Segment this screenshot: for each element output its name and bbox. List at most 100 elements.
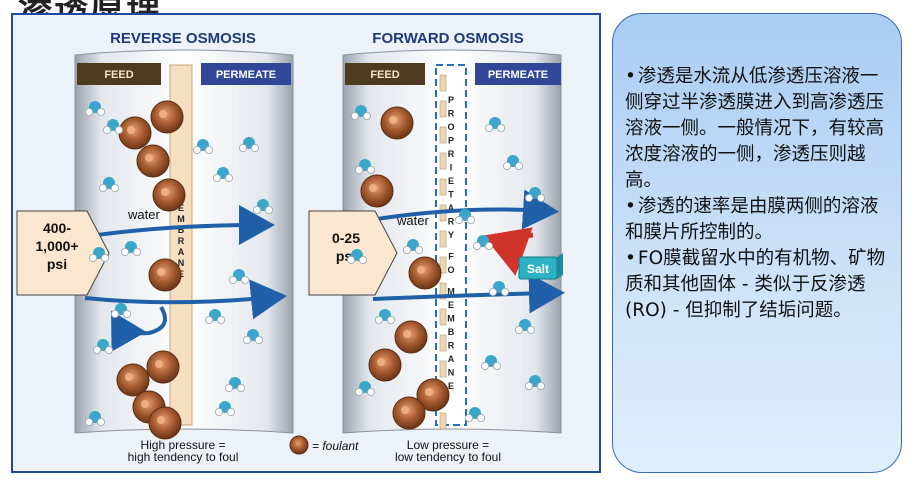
water-hydrogen [192, 145, 201, 154]
foulant-body [368, 348, 402, 382]
foulant-highlight [377, 358, 385, 366]
membrane-letter: N [448, 368, 455, 378]
water-hydrogen [254, 335, 263, 344]
foulant-highlight [159, 110, 167, 118]
bullet-osmosis-definition: 渗透是水流从低渗透压溶液一侧穿过半渗透膜进入到高渗透压溶液一侧。一般情况下，有较… [625, 64, 893, 194]
water-molecule [89, 247, 110, 262]
ro-arrow-return [111, 305, 167, 352]
membrane-letter: E [448, 381, 454, 391]
membrane-letter: A [448, 354, 455, 364]
ro-pressure-label: 400-1,000+psi [35, 220, 78, 272]
fo-water-label: water [396, 213, 429, 228]
water-hydrogen [111, 183, 120, 192]
ro-flow-arrows [82, 205, 287, 352]
foulant-body [150, 100, 184, 134]
foulant-particle [416, 378, 450, 412]
explanation-panel: 渗透是水流从低渗透压溶液一侧穿过半渗透膜进入到高渗透压溶液一侧。一般情况下，有较… [612, 13, 902, 473]
water-molecule [192, 139, 213, 154]
text-line: 1,000+ [35, 238, 78, 254]
fo-heading: FORWARD OSMOSIS [372, 30, 523, 47]
water-hydrogen [93, 345, 102, 354]
membrane-letter: M [177, 214, 185, 224]
membrane-letter: P [448, 95, 454, 105]
foulant-body [392, 396, 426, 430]
water-hydrogen [454, 215, 463, 224]
foulant-particle [116, 363, 150, 397]
fo-caption: Low pressure =low tendency to foul [395, 438, 501, 464]
water-hydrogen [366, 165, 375, 174]
ro-permeate-label: PERMEATE [216, 69, 276, 81]
fo-feed-label: FEED [370, 69, 399, 81]
ro-arrow-lower [84, 279, 287, 320]
water-hydrogen [103, 126, 112, 135]
membrane-letter: N [178, 258, 185, 268]
water-hydrogen [99, 183, 108, 192]
membrane-letter: E [448, 300, 454, 310]
text-line: 0-25 [332, 230, 360, 246]
explanation-list: 渗透是水流从低渗透压溶液一侧穿过半渗透膜进入到高渗透压溶液一侧。一般情况下，有较… [625, 64, 893, 324]
foulant-highlight [125, 373, 133, 381]
membrane-pore [439, 360, 447, 378]
osmosis-diagram: REVERSE OSMOSIS FORWARD OSMOSIS FEED PER… [16, 30, 565, 464]
particle-layer [85, 100, 546, 440]
water-hydrogen [476, 413, 485, 422]
foulant-highlight [155, 360, 163, 368]
fo-feed-bar [345, 63, 425, 85]
foulant-particle [368, 348, 402, 382]
foulant-body [394, 320, 428, 354]
water-molecule [85, 411, 106, 426]
text-line: Low pressure = [407, 438, 489, 452]
water-molecule [514, 319, 536, 334]
water-hydrogen [374, 315, 383, 324]
membrane-letter: R [448, 341, 455, 351]
fo-permeate-bar [475, 63, 561, 85]
water-hydrogen [240, 275, 249, 284]
slide-title-fragment: 渗透原理 [0, 0, 916, 14]
salt-return-arrow [483, 227, 534, 276]
foulant-particle [392, 396, 426, 430]
slide-title: 渗透原理 [18, 0, 162, 14]
foulant-highlight [157, 416, 165, 424]
water-molecule [502, 155, 523, 170]
foulant-body [416, 378, 450, 412]
water-molecule [346, 249, 367, 264]
water-molecule [85, 101, 106, 117]
membrane-letter: O [447, 122, 454, 132]
water-hydrogen [492, 361, 501, 370]
water-hydrogen [466, 215, 475, 224]
membrane-letter: P [448, 136, 454, 146]
water-molecule [480, 355, 501, 370]
membrane-pore [439, 412, 447, 430]
water-molecule [228, 269, 249, 284]
water-hydrogen [464, 413, 473, 422]
text-line: high tendency to foul [128, 450, 239, 464]
membrane-pore [439, 126, 447, 144]
water-hydrogen [484, 241, 493, 250]
water-molecule [350, 105, 371, 121]
water-hydrogen [350, 112, 359, 121]
water-hydrogen [238, 143, 247, 152]
membrane-letter: B [178, 225, 185, 235]
water-hydrogen [204, 145, 213, 154]
membrane-pore [439, 334, 447, 352]
water-hydrogen [484, 124, 493, 133]
water-hydrogen [354, 165, 363, 174]
water-hydrogen [366, 387, 375, 396]
water-hydrogen [133, 247, 142, 256]
foulant-highlight [401, 406, 409, 414]
foulant-particle [146, 350, 180, 384]
salt-badge: Salt [518, 253, 563, 280]
water-hydrogen [527, 325, 536, 334]
water-hydrogen [480, 361, 489, 370]
water-hydrogen [500, 287, 509, 296]
water-hydrogen [111, 309, 120, 318]
water-hydrogen [105, 345, 114, 354]
water-hydrogen [250, 143, 259, 152]
water-hydrogen [264, 205, 273, 214]
membrane-pore [439, 152, 447, 170]
membrane-letter: R [448, 109, 455, 119]
water-hydrogen [514, 325, 523, 334]
foulant-particle [118, 116, 152, 150]
water-hydrogen [214, 407, 223, 416]
